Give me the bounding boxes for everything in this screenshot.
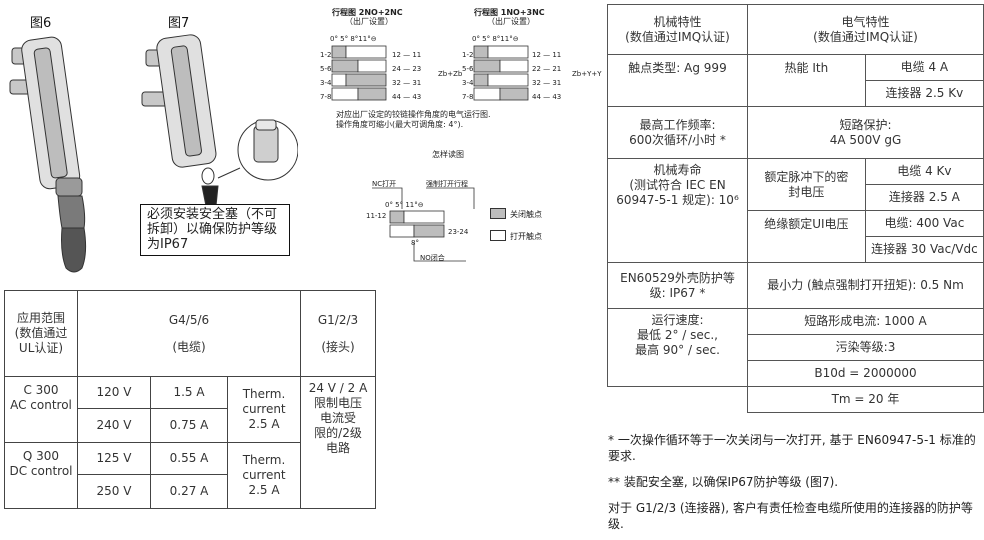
legend-closed-swatch (490, 208, 506, 219)
ul-col2-header: G4/5/6(电缆) (77, 290, 301, 377)
ul-g123-value: 24 V / 2 A 限制电压 电流受 限的/2级 电路 (300, 376, 376, 509)
contact-type: 触点类型: Ag 999 (607, 54, 748, 107)
ul-q300-label: Q 300 DC control (4, 442, 78, 509)
spec-table: 机械特性 (数值通过IMQ认证) 电气特性 (数值通过IMQ认证) 触点类型: … (607, 4, 984, 413)
ul-col3-header: G1/2/3(接头) (300, 290, 376, 377)
howto-no-close: NO闭合 (420, 254, 445, 262)
ul-col1-header: 应用范围 (数值通过 UL认证) (4, 290, 78, 377)
fig6-label: 图6 (30, 16, 52, 31)
fig7-label: 图7 (168, 16, 190, 31)
note-2: ** 装配安全塞, 以确保IP67防护等级 (图7). (608, 475, 839, 489)
ul-c-volt-2: 240 V (77, 408, 151, 443)
tm-value: Tm = 20 年 (747, 386, 984, 413)
ul-c-therm: Therm. current 2.5 A (227, 376, 301, 443)
note-3: 对于 G1/2/3 (连接器), 客户有责任检查电缆所使用的连接器的防护等级. (608, 501, 973, 531)
impulse-cable: 电缆 4 Kv (864, 158, 984, 185)
insulation-cable: 电缆: 400 Vac (864, 210, 984, 237)
ul-q-amp-1: 0.55 A (150, 442, 228, 475)
diagram-2no2nc-chart (331, 45, 387, 101)
enclosure-protection: EN60529外壳防护等 级: IP67 * (607, 262, 748, 309)
mechanical-life: 机械寿命 (测试符合 IEC EN 60947-5-1 规定): 10⁶ (607, 158, 748, 263)
safety-plug-callout: 必须安装安全塞（不可拆卸）以确保防护等级为IP67 (140, 204, 290, 256)
diagram-2no2nc-label: Zb+Zb (438, 70, 463, 78)
pollution-degree: 污染等级:3 (747, 334, 984, 361)
diagram-1no3nc-angles: 0° 5° 8°11°⊖ (472, 35, 519, 43)
thermal-connector: 连接器 2.5 Kv (864, 80, 984, 107)
legend-open-swatch (490, 230, 506, 241)
impulse-connector: 连接器 2.5 A (864, 184, 984, 211)
legend-open-label: 打开触点 (510, 232, 542, 241)
howto-title: 怎样读图 (432, 150, 464, 159)
insulation-connector: 连接器 30 Vac/Vdc (864, 236, 984, 263)
diagram-1no3nc-label: Zb+Y+Y (572, 70, 602, 78)
mech-header: 机械特性 (数值通过IMQ认证) (607, 4, 748, 55)
impulse-voltage: 额定脉冲下的密 封电压 (747, 158, 866, 211)
legend-closed-label: 关闭触点 (510, 210, 542, 219)
diagram-note-2: 操作角度可缩小(最大可调角度: 4°). (336, 120, 464, 129)
diagram-note-1: 对应出厂设定的铰链操作角度的电气运行图. (336, 110, 491, 119)
short-circuit-current: 短路形成电流: 1000 A (747, 308, 984, 335)
thermal-cable: 电缆 4 A (864, 54, 984, 81)
max-frequency: 最高工作频率: 600次循环/小时 * (607, 106, 748, 159)
hinge-switch-image-fig6 (9, 36, 87, 273)
diagram-1no3nc-title: 行程图 1NO+3NC (474, 8, 545, 17)
ul-q-volt-2: 250 V (77, 474, 151, 509)
minimum-force: 最小力 (触点强制打开扭矩): 0.5 Nm (747, 262, 984, 309)
diagram-1no3nc-subtitle: （出厂设置） (487, 17, 535, 26)
ul-c-volt-1: 120 V (77, 376, 151, 409)
howto-nc-open: NC打开 (372, 180, 397, 188)
ul-q-volt-1: 125 V (77, 442, 151, 475)
insulation-voltage: 绝缘额定UI电压 (747, 210, 866, 263)
diagram-1no3nc-chart (473, 45, 529, 101)
ul-q-amp-2: 0.27 A (150, 474, 228, 509)
howto-chart (372, 187, 475, 262)
note-1: * 一次操作循环等于一次关闭与一次打开, 基于 EN60947-5-1 标准的要… (608, 433, 976, 463)
diagram-2no2nc-title: 行程图 2NO+2NC (332, 8, 403, 17)
ul-rating-table: 应用范围 (数值通过 UL认证) G4/5/6(电缆) G1/2/3(接头) C… (4, 290, 376, 509)
b10d-value: B10d = 2000000 (747, 360, 984, 387)
diagram-2no2nc-angles: 0° 5° 8°11°⊖ (330, 35, 377, 43)
ul-c300-label: C 300 AC control (4, 376, 78, 443)
operating-speed: 运行速度: 最低 2° / sec., 最高 90° / sec. (607, 308, 748, 387)
ul-c-amp-2: 0.75 A (150, 408, 228, 443)
elec-header: 电气特性 (数值通过IMQ认证) (747, 4, 984, 55)
ul-q-therm: Therm. current 2.5 A (227, 442, 301, 509)
howto-angle-8: 8° (411, 239, 419, 247)
thermal-ith: 热能 Ith (747, 54, 866, 107)
diagram-2no2nc-subtitle: （出厂设置） (345, 17, 393, 26)
howto-angles: 0° 5° 11°⊖ (385, 201, 424, 209)
howto-forced-open: 强制打开行程 (426, 180, 468, 188)
howto-row-right: 23-24 (448, 228, 469, 236)
ul-c-amp-1: 1.5 A (150, 376, 228, 409)
hinge-switch-image-fig7 (141, 34, 298, 207)
howto-row-left: 11-12 (366, 212, 387, 220)
short-circuit-protection: 短路保护: 4A 500V gG (747, 106, 984, 159)
